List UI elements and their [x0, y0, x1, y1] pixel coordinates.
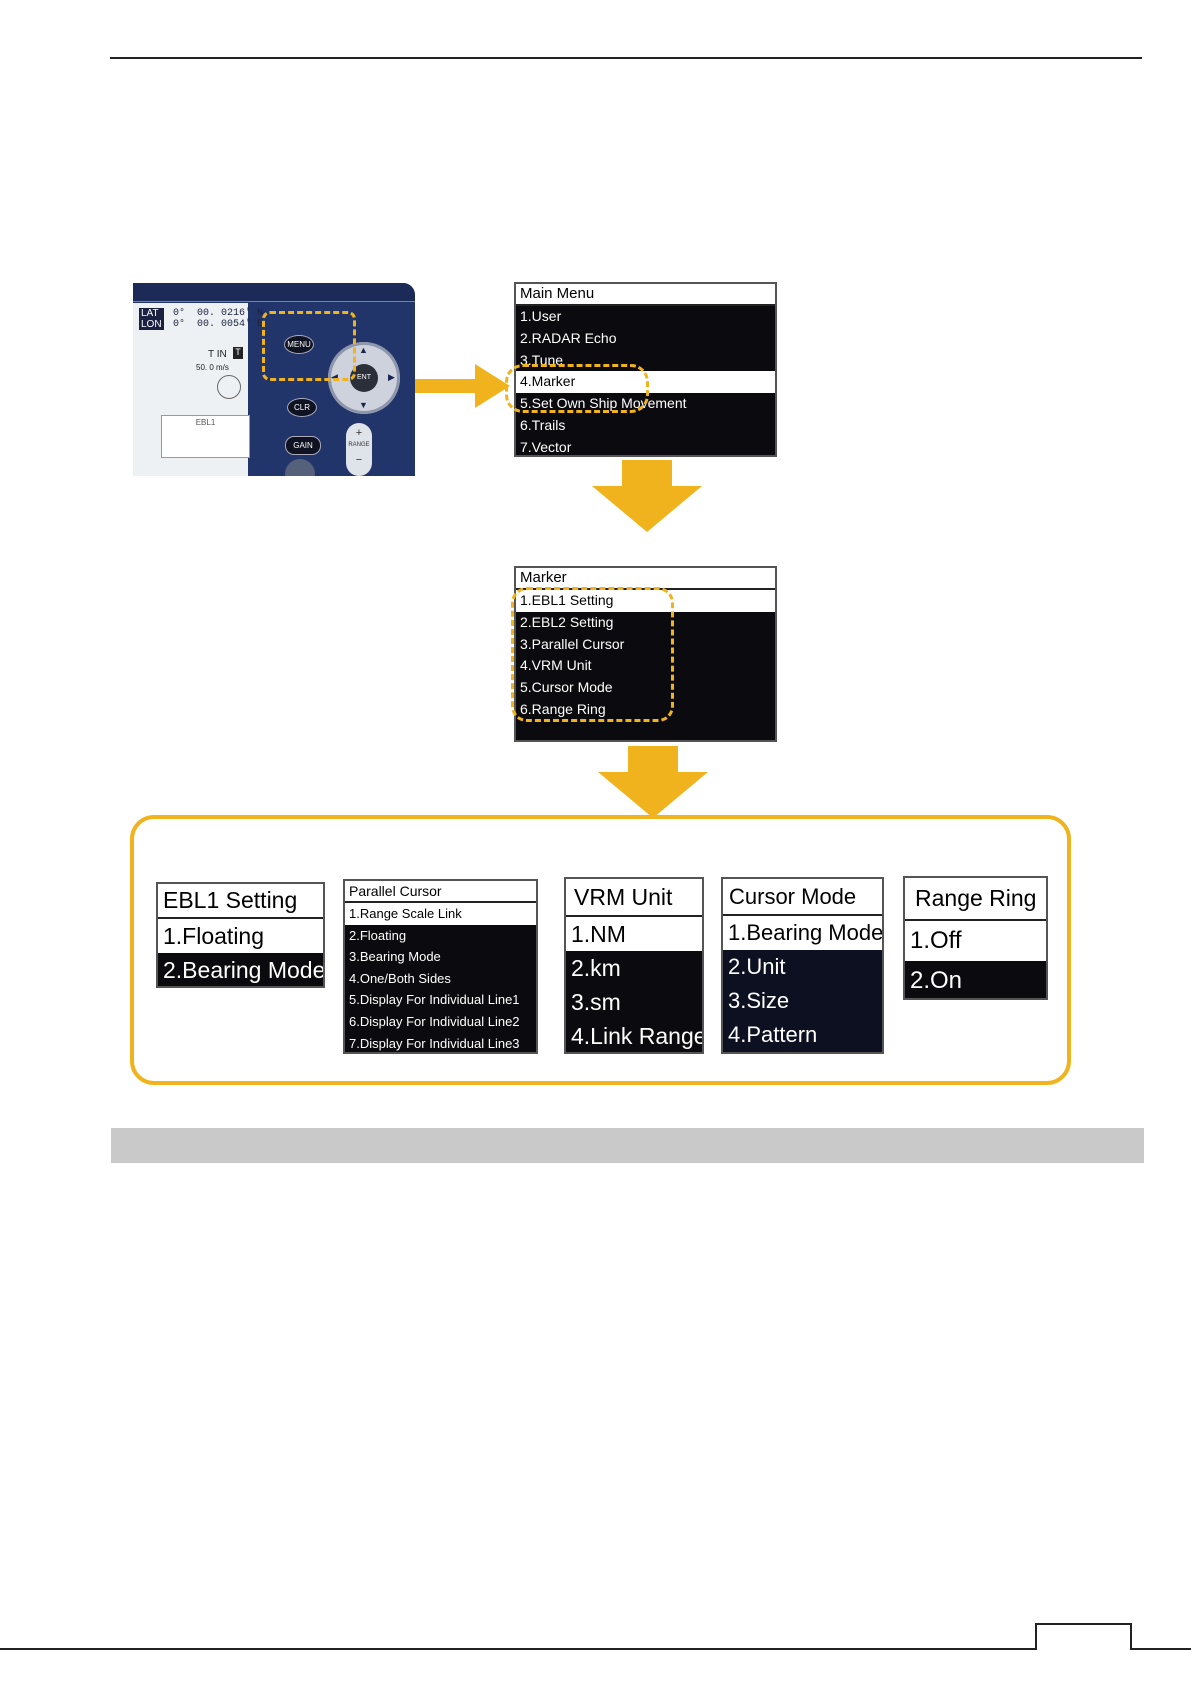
menu-button-highlight: [262, 311, 356, 381]
parallel-item-range-scale-link[interactable]: 1.Range Scale Link: [345, 903, 536, 925]
parallel-cursor-menu: Parallel Cursor 1.Range Scale Link 2.Flo…: [343, 879, 538, 1054]
marker-menu-item-ebl1-setting[interactable]: 1.EBL1 Setting: [516, 590, 775, 612]
lon-value: 0° 00. 0054' E: [173, 319, 264, 330]
submenu-callout-frame: [130, 815, 1071, 1085]
arrow-down-icon: [592, 460, 702, 532]
page-number-tab: [1035, 1623, 1132, 1650]
arrow-down-icon: [598, 746, 708, 818]
range-ring-menu: Range Ring 1.Off 2.On: [903, 876, 1048, 1000]
vrm-unit-menu: VRM Unit 1.NM 2.km 3.sm 4.Link Range: [564, 877, 704, 1054]
parallel-item-display-line3[interactable]: 7.Display For Individual Line3: [349, 1035, 520, 1051]
main-menu-item-tune[interactable]: 3.Tune: [520, 351, 564, 368]
ebl1-item-bearing-mode[interactable]: 2.Bearing Mode: [163, 957, 325, 983]
cursor-mode-title: Cursor Mode: [723, 879, 882, 916]
parallel-item-display-line2[interactable]: 6.Display For Individual Line2: [349, 1013, 520, 1029]
gain-knob[interactable]: [285, 459, 315, 476]
arrow-right-icon: [415, 364, 510, 408]
vrm-item-nm[interactable]: 1.NM: [566, 917, 702, 951]
lat-value: 0° 00. 0216' N: [173, 308, 264, 319]
cursor-item-unit[interactable]: 2.Unit: [728, 954, 786, 979]
range-ring-title: Range Ring: [905, 878, 1046, 921]
range-readout: 50. 0 m/s: [196, 363, 229, 372]
marker-menu-item-cursor-mode[interactable]: 5.Cursor Mode: [520, 679, 613, 696]
main-menu-item-user[interactable]: 1.User: [520, 308, 562, 324]
cursor-item-bearing-mode[interactable]: 1.Bearing Mode: [723, 916, 882, 950]
vrm-item-sm[interactable]: 3.sm: [571, 989, 621, 1015]
ring-item-on[interactable]: 2.On: [910, 967, 963, 994]
ebl-readout-box: EBL1: [161, 415, 250, 458]
main-menu-item-vector[interactable]: 7.Vector: [520, 438, 572, 455]
cursor-item-size[interactable]: 3.Size: [728, 988, 790, 1013]
parallel-item-bearing-mode[interactable]: 3.Bearing Mode: [349, 949, 441, 965]
ebl1-setting-title: EBL1 Setting: [158, 884, 323, 919]
marker-item-highlight: [505, 364, 649, 413]
range-plus-label: +: [355, 427, 363, 439]
marker-menu-item-ebl2-setting[interactable]: 2.EBL2 Setting: [520, 613, 614, 630]
marker-items-highlight: [511, 587, 674, 722]
range-label: RANGE: [348, 442, 370, 448]
section-heading-bar: [111, 1128, 1144, 1163]
radar-device-panel: LAT LON 0° 00. 0216' N 0° 00. 0054' E T …: [133, 283, 415, 476]
clr-button[interactable]: CLR: [287, 398, 317, 417]
cursor-item-pattern[interactable]: 4.Pattern: [728, 1022, 818, 1047]
menu-button[interactable]: MENU: [284, 335, 314, 354]
arrow-up-icon[interactable]: ▲: [359, 345, 368, 355]
cursor-mode-menu: Cursor Mode 1.Bearing Mode 2.Unit 3.Size…: [721, 877, 884, 1054]
parallel-cursor-title: Parallel Cursor: [345, 881, 536, 903]
arrow-left-icon[interactable]: ◀: [331, 372, 338, 382]
footer-rule-left: [0, 1648, 1037, 1650]
true-indicator: T: [233, 347, 243, 359]
lat-lon-label: LAT LON: [139, 308, 164, 330]
marker-menu: Marker 1.EBL1 Setting 2.EBL2 Setting 3.P…: [514, 566, 777, 742]
vrm-item-link-range[interactable]: 4.Link Range: [571, 1023, 704, 1049]
device-top-strip: [133, 283, 415, 302]
parallel-item-one-both-sides[interactable]: 4.One/Both Sides: [349, 970, 451, 986]
ebl-label: EBL1: [195, 418, 216, 427]
arrow-down-icon[interactable]: ▼: [359, 400, 368, 410]
main-menu-title: Main Menu: [516, 284, 775, 306]
ebl1-setting-menu: EBL1 Setting 1.Floating 2.Bearing Mode: [156, 882, 325, 988]
marker-menu-item-vrm-unit[interactable]: 4.VRM Unit: [520, 657, 592, 674]
main-menu-item-radar-echo[interactable]: 2.RADAR Echo: [520, 329, 617, 346]
gain-button[interactable]: GAIN: [285, 436, 321, 455]
parallel-item-floating[interactable]: 2.Floating: [349, 927, 407, 943]
range-minus-label: −: [355, 454, 363, 466]
main-menu: Main Menu 1.User 2.RADAR Echo 3.Tune 4.M…: [514, 282, 777, 457]
main-menu-item-trails[interactable]: 6.Trails: [520, 416, 566, 433]
parallel-item-display-line1[interactable]: 5.Display For Individual Line1: [349, 992, 520, 1008]
main-menu-item-marker[interactable]: 4.Marker: [516, 371, 775, 394]
compass-icon: [217, 375, 241, 399]
range-rocker[interactable]: + RANGE −: [346, 423, 372, 476]
ebl1-item-floating[interactable]: 1.Floating: [158, 919, 323, 953]
header-rule: [110, 57, 1142, 59]
arrow-right-icon[interactable]: ▶: [388, 372, 395, 382]
vrm-unit-title: VRM Unit: [566, 879, 702, 917]
marker-menu-item-parallel-cursor[interactable]: 3.Parallel Cursor: [520, 635, 625, 652]
footer-rule-right: [1130, 1648, 1191, 1650]
true-in-label: T IN: [208, 349, 227, 360]
vrm-item-km[interactable]: 2.km: [571, 955, 621, 981]
marker-menu-item-range-ring[interactable]: 6.Range Ring: [520, 700, 606, 717]
ring-item-off[interactable]: 1.Off: [905, 921, 1046, 961]
